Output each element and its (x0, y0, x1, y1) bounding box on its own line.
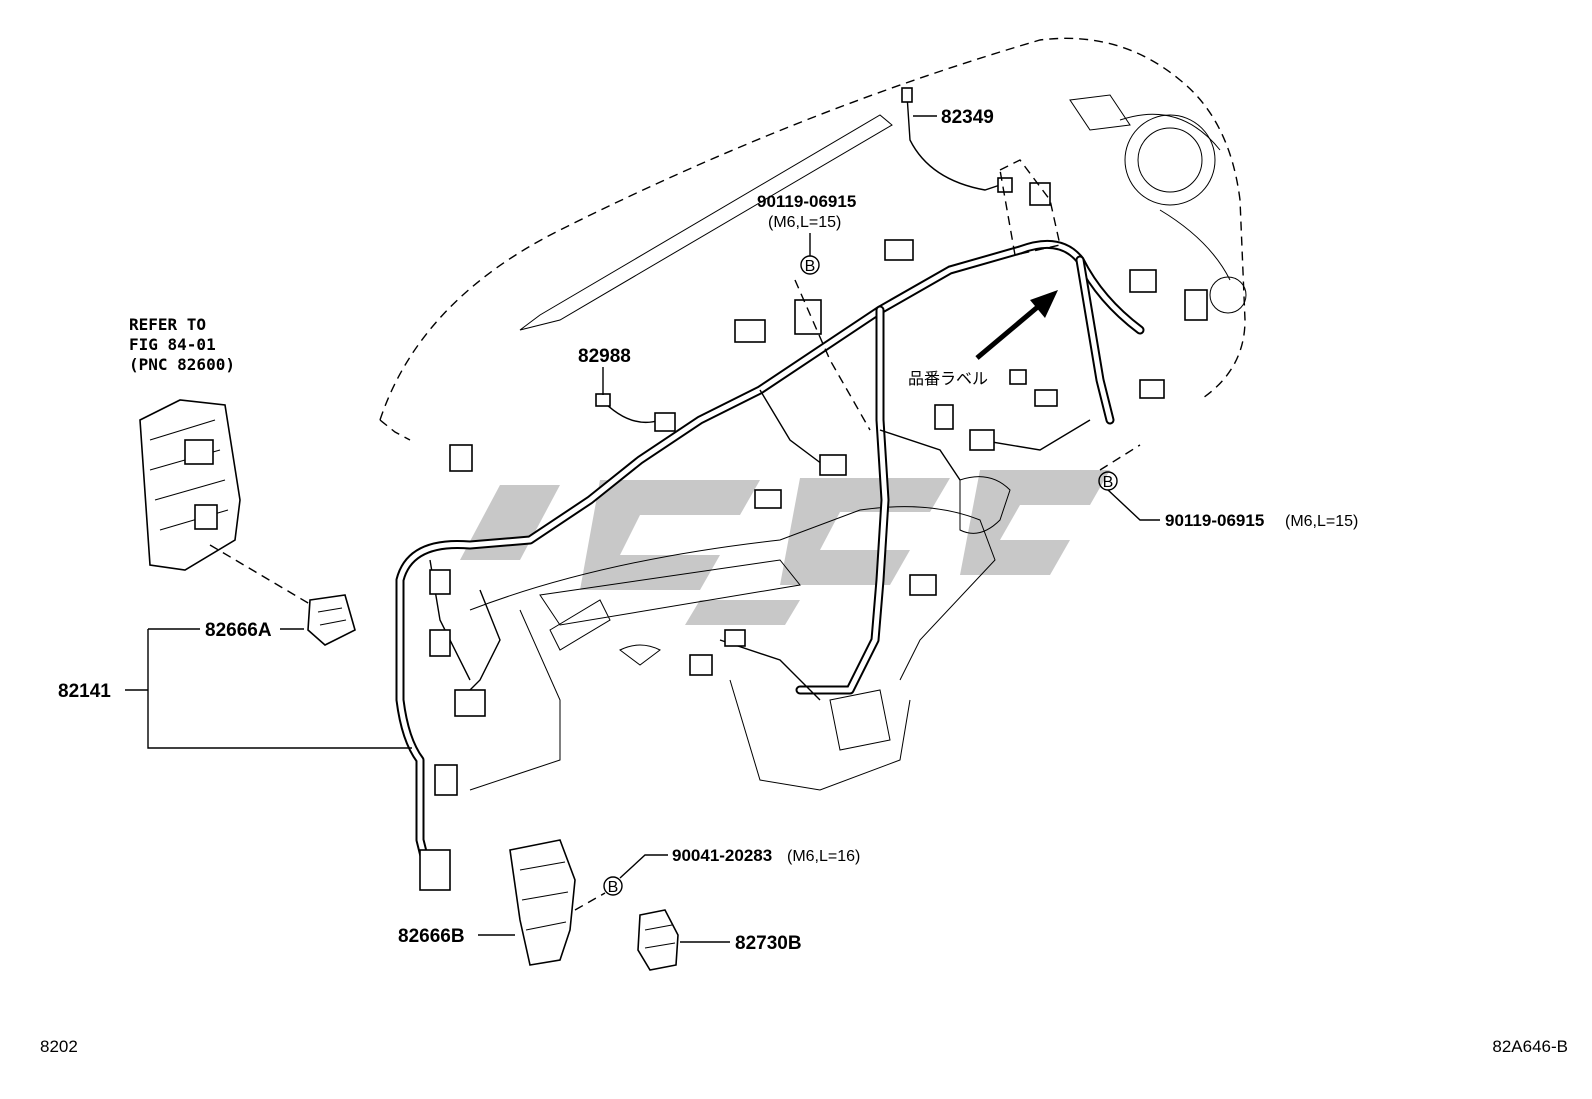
bolt-marker-right: B (1098, 471, 1118, 491)
callout-90119-right: 90119-06915 (1165, 511, 1264, 530)
bolt-marker-bottom: B (603, 876, 623, 896)
callout-82730B: 82730B (735, 933, 802, 954)
main-wire-harness (395, 239, 1208, 891)
part-number-label-jp: 品番ラベル (908, 370, 988, 388)
figure-code: 82A646-B (1492, 1037, 1568, 1056)
callout-82666A: 82666A (205, 620, 272, 641)
dashboard-outline (379, 37, 1247, 441)
bolt-marker-top: B (800, 255, 820, 275)
leader-lines (125, 115, 1160, 943)
part-82666B (509, 839, 606, 966)
callout-82666B: 82666B (398, 926, 465, 947)
refer-line-2: FIG 84-01 (129, 335, 216, 354)
callout-90041: 90041-20283 (672, 846, 772, 865)
callout-90119-right-spec: (M6,L=15) (1285, 513, 1358, 530)
part-82988-wire (595, 393, 676, 432)
callout-82988: 82988 (578, 346, 631, 367)
part-82666A (307, 594, 356, 646)
callout-90041-spec: (M6,L=16) (787, 848, 860, 865)
bolt-marker-top-text: B (805, 258, 816, 275)
bolt-marker-right-text: B (1103, 474, 1114, 491)
junction-block (139, 399, 321, 611)
callout-90119-top: 90119-06915 (757, 192, 856, 211)
bolt-marker-bottom-text: B (608, 879, 619, 896)
refer-line-3: (PNC 82600) (129, 355, 235, 374)
callout-90119-top-spec: (M6,L=15) (768, 214, 841, 231)
watermark-logo (460, 470, 1110, 625)
page-code: 8202 (40, 1037, 78, 1056)
refer-line-1: REFER TO (129, 315, 206, 334)
part-82349-wire (901, 87, 1061, 256)
callout-82349: 82349 (941, 107, 994, 128)
callout-82141: 82141 (58, 681, 111, 702)
lower-dash-body (469, 476, 1011, 791)
label-arrow (975, 290, 1058, 360)
part-82730B (637, 909, 679, 971)
